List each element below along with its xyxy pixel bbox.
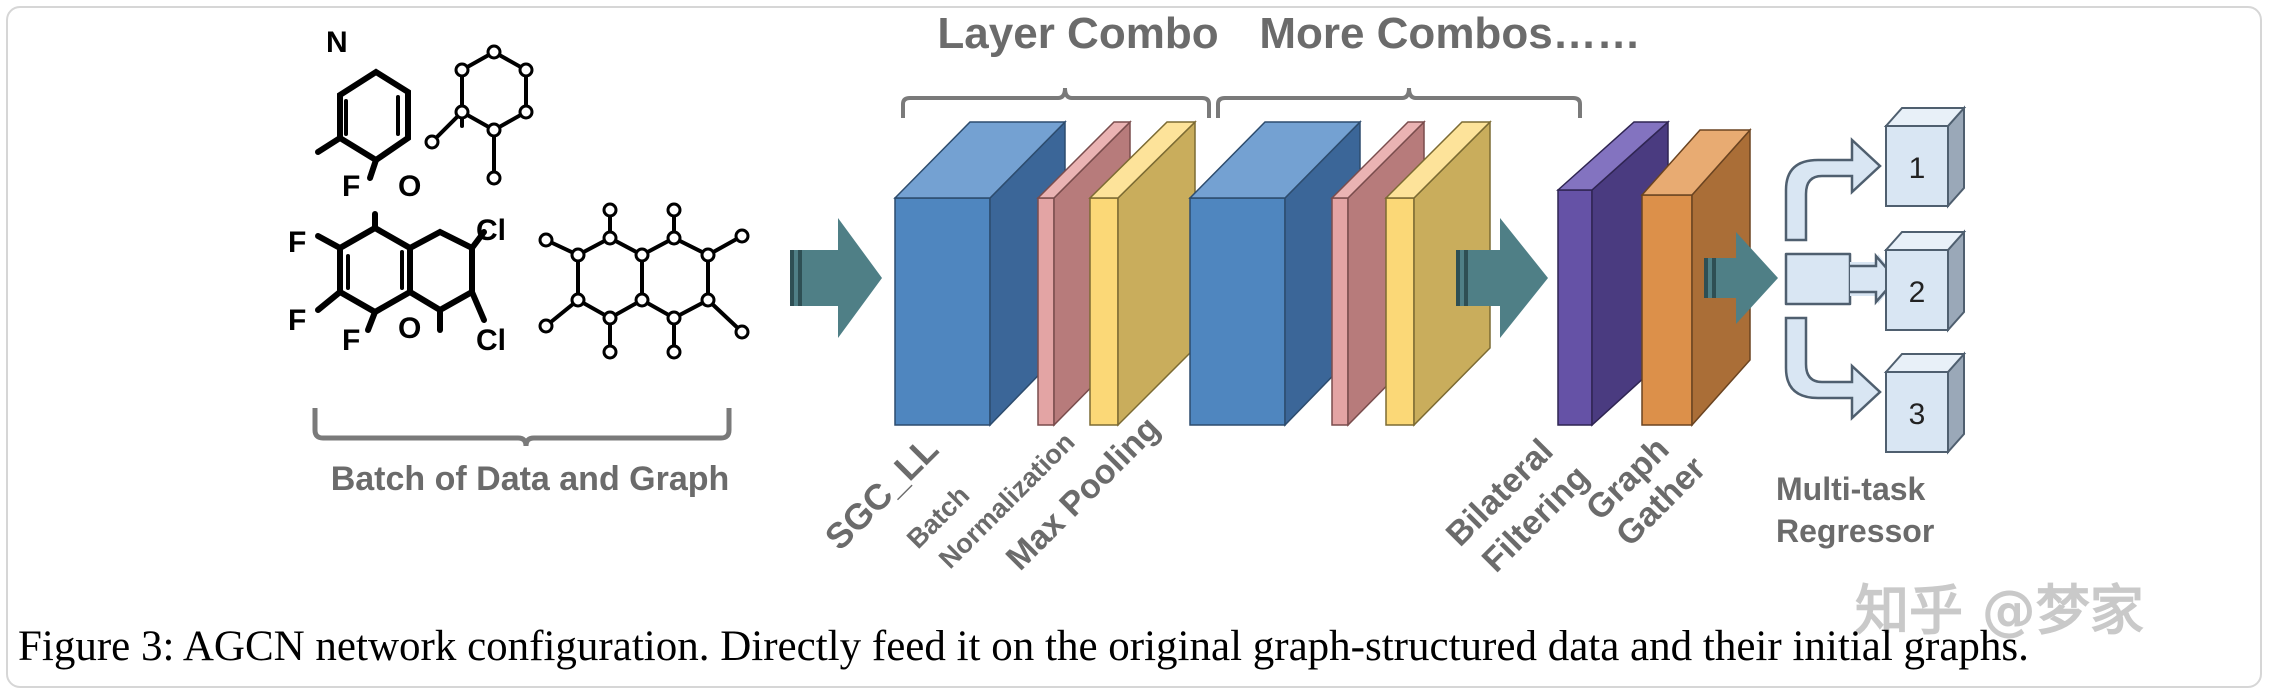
atom-cl1: Cl: [476, 214, 506, 247]
atom-o-bottom: O: [398, 312, 421, 345]
molecule-graph-small: [430, 49, 528, 180]
output-box-3: 3: [1883, 351, 1967, 455]
atom-cl2: Cl: [476, 324, 506, 357]
batch-bracket: [312, 408, 732, 447]
molecule-graph-large-nodes: [538, 202, 750, 360]
molecule-batch: [315, 44, 750, 360]
layer-combo-bracket: [901, 87, 1211, 118]
max-pooling-block: [1088, 120, 1197, 427]
output-box-2: 2: [1883, 229, 1967, 333]
atom-f1: F: [288, 226, 306, 259]
output-label-1: 1: [1909, 152, 1926, 185]
molecule-fused: [315, 211, 487, 333]
more-combos-bracket: [1216, 87, 1582, 118]
inner-arrow-2: [1704, 232, 1778, 324]
atom-f-top: F: [342, 170, 360, 203]
layer-combo-label: Layer Combo: [937, 9, 1218, 58]
molecule-graph-large: [544, 208, 744, 354]
output-label-2: 2: [1909, 276, 1926, 309]
atom-o-top: O: [398, 170, 421, 203]
input-arrow: [790, 218, 882, 338]
more-combos-label: More Combos……: [1259, 9, 1640, 58]
atom-f3: F: [342, 324, 360, 357]
atom-f2: F: [288, 304, 306, 337]
molecule-pyridine: [315, 68, 411, 181]
output-box-1: 1: [1883, 105, 1967, 209]
multitask-arrows: [1784, 137, 1898, 421]
batch-label: Batch of Data and Graph: [331, 460, 730, 498]
atom-n: N: [326, 26, 348, 59]
watermark: 知乎 @梦家: [1855, 579, 2144, 642]
molecule-graph-small-nodes: [424, 44, 534, 186]
output-label-3: 3: [1909, 398, 1926, 431]
inner-arrow-1: [1456, 218, 1548, 338]
agcn-diagram: N F O F F F O Cl Cl Batch of Data and Gr…: [288, 9, 1967, 580]
regressor-label-1: Multi-task: [1776, 471, 1926, 507]
regressor-label-2: Regressor: [1776, 513, 1934, 549]
max-pooling-block-2: [1384, 120, 1492, 427]
figure-caption: Figure 3: AGCN network configuration. Di…: [18, 623, 2029, 670]
